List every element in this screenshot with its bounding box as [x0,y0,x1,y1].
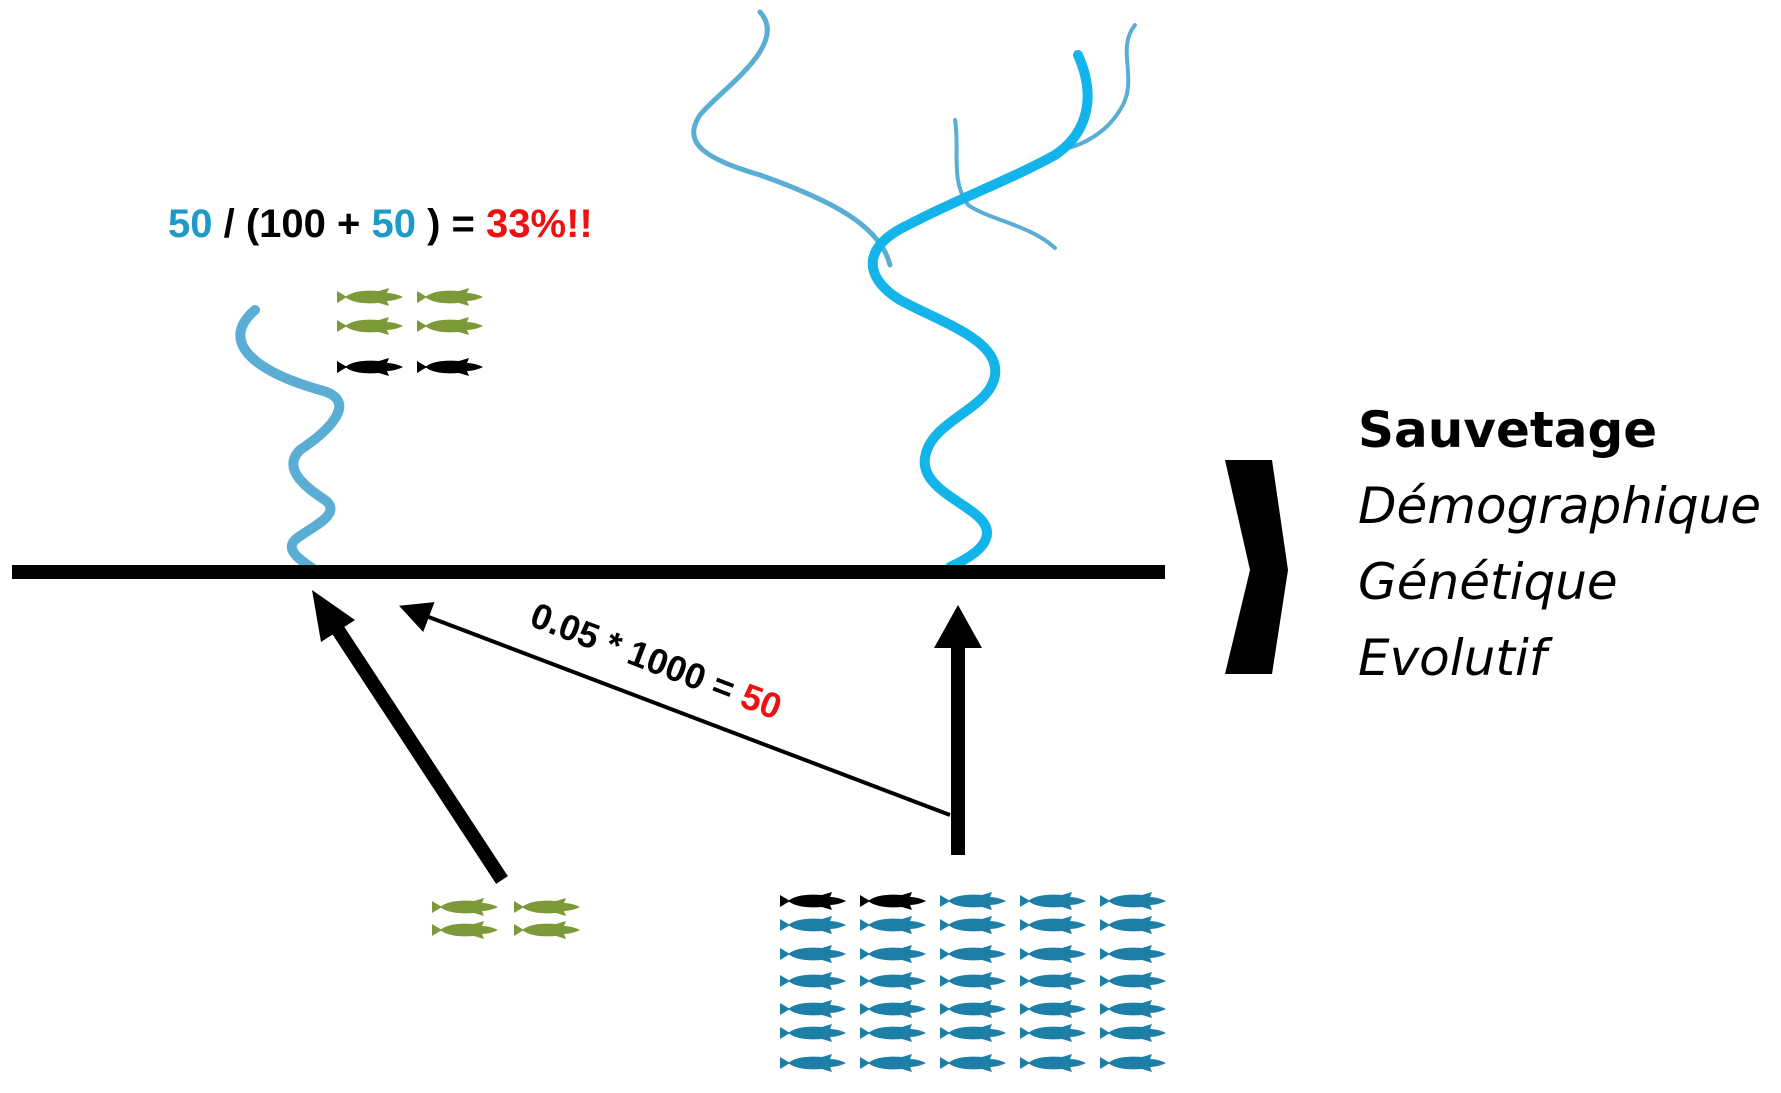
straying-equation: 50 / (100 + 50 ) = 33%!! [168,202,593,246]
fish-icon [780,1054,846,1072]
fish-icon [860,1054,926,1072]
fish-icon [780,892,846,910]
fish-icon [940,1000,1006,1018]
fish-group-small-source [432,898,580,939]
fish-icon [940,1054,1006,1072]
fish-icon [1100,1024,1166,1042]
fish-icon [780,1000,846,1018]
fish-icon [940,972,1006,990]
outcome-title: Sauvetage [1358,401,1658,459]
fish-icon [337,317,403,335]
fish-icon [337,288,403,306]
fish-icon [1020,1000,1086,1018]
fish-icon [417,358,483,376]
fish-icon [337,358,403,376]
outcome-item-genetic: Génétique [1358,553,1618,611]
fish-icon [860,892,926,910]
outcome-item-evolutionary: Evolutif [1358,629,1547,687]
large-river-branch-left [691,9,893,268]
equation-mid: 50 [372,202,417,246]
fish-icon [780,945,846,963]
fish-icon [417,288,483,306]
fish-group-small-population [337,288,483,376]
fish-icon [1100,1054,1166,1072]
equation-close: ) = [427,202,486,246]
fish-icon [1100,945,1166,963]
equation-result: 33%!! [486,202,593,246]
fish-icon [1020,916,1086,934]
arrow-green-migration [312,590,508,884]
fish-icon [1020,1024,1086,1042]
fish-icon [780,972,846,990]
outcome-panel: Sauvetage Démographique Génétique Evolut… [1358,392,1761,696]
fish-icon [860,945,926,963]
arrow-blue-upstream [934,605,982,855]
fish-icon [860,1000,926,1018]
fish-icon [1020,1054,1086,1072]
outcome-item-demographic: Démographique [1358,477,1762,535]
large-river-system [691,9,1137,572]
fish-icon [1100,892,1166,910]
fish-icon [860,1024,926,1042]
fish-icon [1100,1000,1166,1018]
fish-icon [432,898,498,916]
fish-icon [1100,972,1166,990]
fish-icon [940,916,1006,934]
large-river-branch-right-thin [1066,23,1137,150]
arrow-straying [399,602,951,817]
fish-icon [780,916,846,934]
fish-icon [940,1024,1006,1042]
fish-icon [940,892,1006,910]
fish-icon [514,898,580,916]
fish-icon [940,945,1006,963]
large-river-branch-small [953,118,1057,250]
fish-icon [860,972,926,990]
straying-rate-label: 0.05 * 1000 = 50 [525,594,787,727]
fish-icon [1020,892,1086,910]
fish-icon [417,317,483,335]
fish-icon [780,1024,846,1042]
equation-slash-open: / (100 + [224,202,372,246]
fish-group-large-source [780,892,1166,1072]
large-river-main [867,50,1093,572]
equation-num: 50 [168,202,213,246]
fish-icon [1020,972,1086,990]
fish-icon [860,916,926,934]
chevron-right-icon [1225,460,1288,674]
fish-icon [1020,945,1086,963]
small-river [235,305,345,575]
fish-icon [432,921,498,939]
fish-icon [514,921,580,939]
fish-icon [1100,916,1166,934]
